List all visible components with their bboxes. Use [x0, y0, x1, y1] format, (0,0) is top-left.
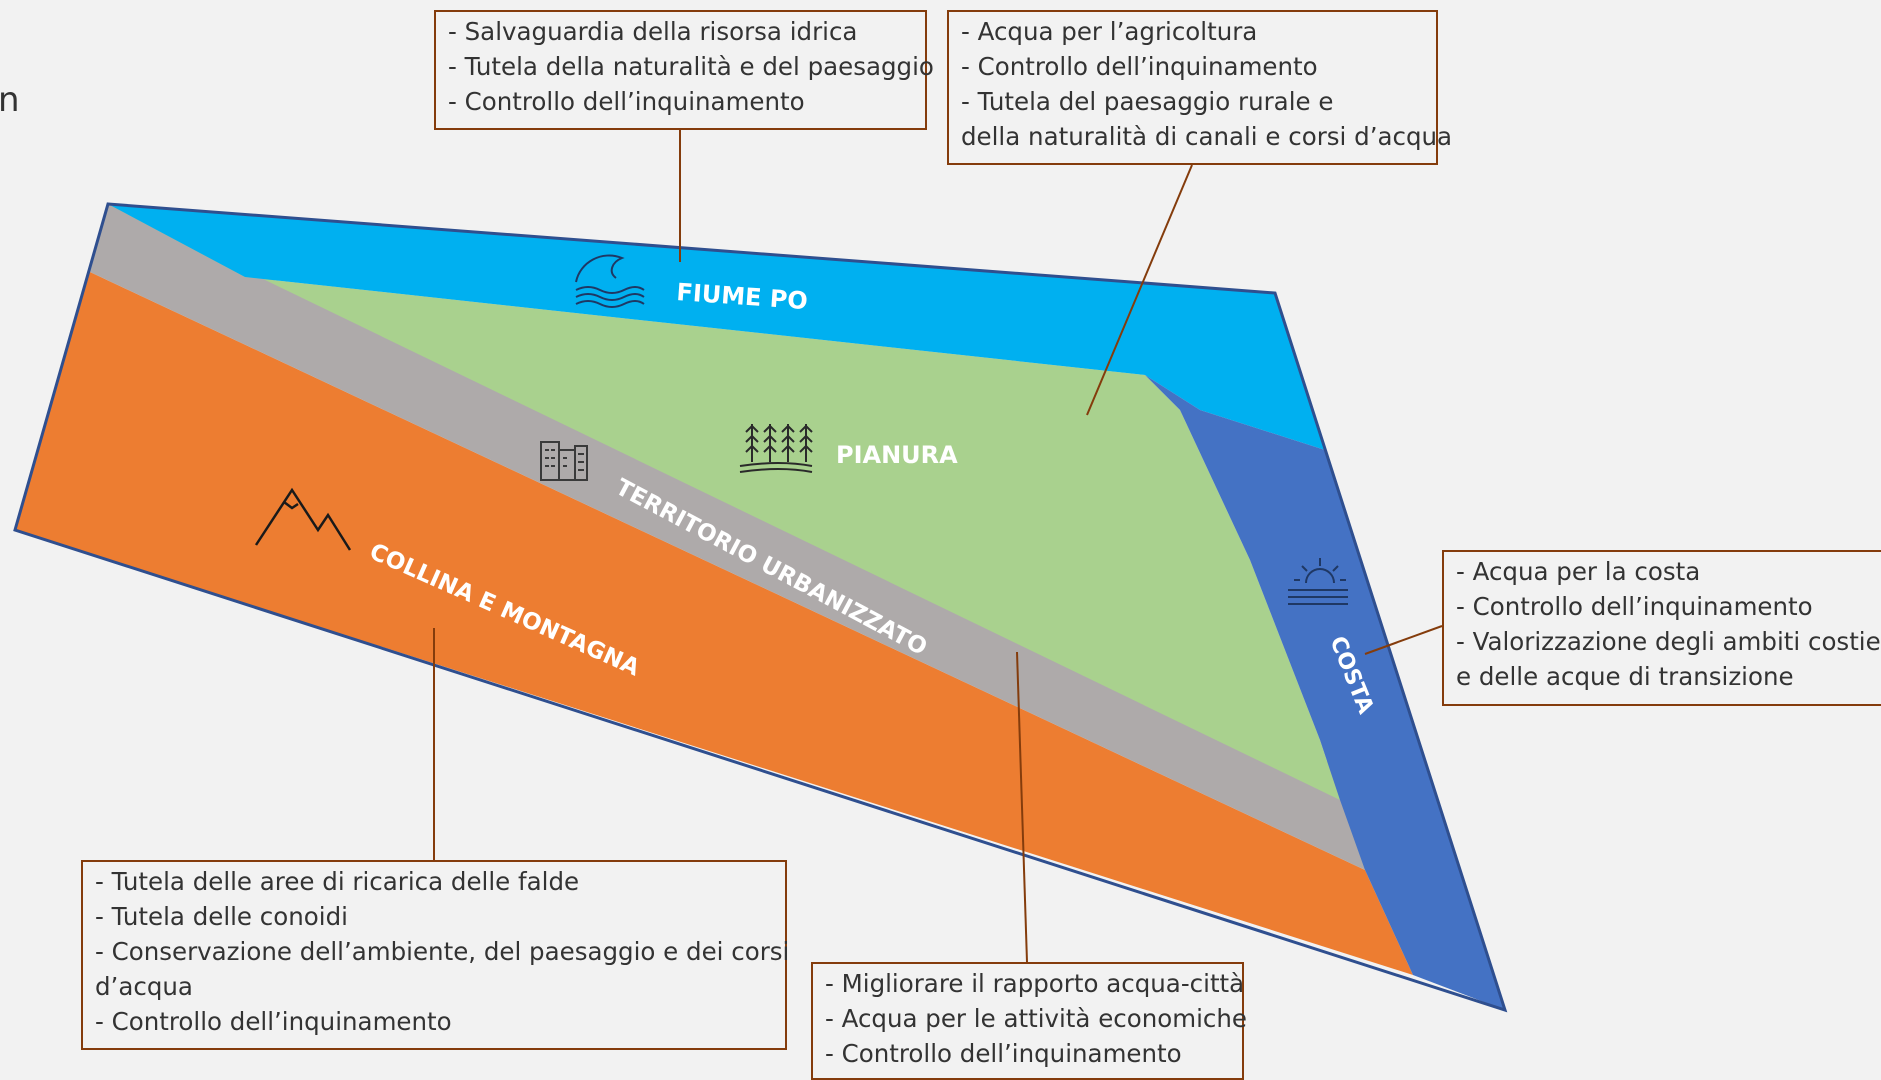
sunset-sea-icon [1288, 558, 1348, 605]
box-line: e delle acque di transizione [1456, 662, 1794, 691]
wave-icon [575, 254, 645, 308]
zone-pianura [108, 204, 1340, 800]
connector-urbanizzato [1016, 651, 1028, 963]
box-line: della naturalità di canali e corsi d’acq… [961, 122, 1453, 151]
box-line: - Tutela del paesaggio rurale e [961, 87, 1334, 116]
mountains-icon [254, 487, 352, 551]
box-line: - Valorizzazione degli ambiti costieri [1456, 627, 1881, 656]
box-line: - Acqua per le attività economiche [825, 1004, 1248, 1033]
zone-collina-montagna [15, 272, 1413, 975]
connector-costa [1364, 625, 1443, 655]
box-line: - Salvaguardia della risorsa idrica [448, 17, 858, 46]
box-fiume-po: - Salvaguardia della risorsa idrica - Tu… [434, 10, 934, 130]
label-pianura: PIANURA [836, 441, 958, 469]
box-line: - Migliorare il rapporto acqua-città [825, 969, 1245, 998]
box-line: - Controllo dell’inquinamento [448, 87, 805, 116]
wheat-field-icon [739, 424, 813, 473]
box-collina: - Tutela delle aree di ricarica delle fa… [81, 860, 790, 1050]
box-line: - Conservazione dell’ambiente, del paesa… [95, 937, 790, 966]
box-line: - Acqua per l’agricoltura [961, 17, 1258, 46]
zone-territorio-urbanizzato [90, 204, 1390, 870]
box-line: - Controllo dell’inquinamento [1456, 592, 1813, 621]
connector-pianura [1086, 164, 1193, 416]
box-line: - Controllo dell’inquinamento [825, 1039, 1182, 1068]
box-costa: - Acqua per la costa - Controllo dell’in… [1442, 550, 1881, 706]
diagram-outline [13, 202, 1508, 1013]
zone-costa [1145, 375, 1505, 1010]
box-urbanizzato: - Migliorare il rapporto acqua-città - A… [811, 962, 1248, 1080]
box-line: - Controllo dell’inquinamento [961, 52, 1318, 81]
zone-fiume-po [108, 204, 1325, 450]
box-line: - Tutela delle aree di ricarica delle fa… [95, 867, 580, 896]
buildings-icon [540, 441, 588, 481]
box-line: - Tutela della naturalità e del paesaggi… [448, 52, 934, 81]
box-line: - Acqua per la costa [1456, 557, 1701, 586]
corner-text-fragment: n [0, 80, 20, 120]
box-pianura: - Acqua per l’agricoltura - Controllo de… [947, 10, 1453, 165]
box-line: d’acqua [95, 972, 193, 1001]
box-line: - Controllo dell’inquinamento [95, 1007, 452, 1036]
box-line: - Tutela delle conoidi [95, 902, 348, 931]
